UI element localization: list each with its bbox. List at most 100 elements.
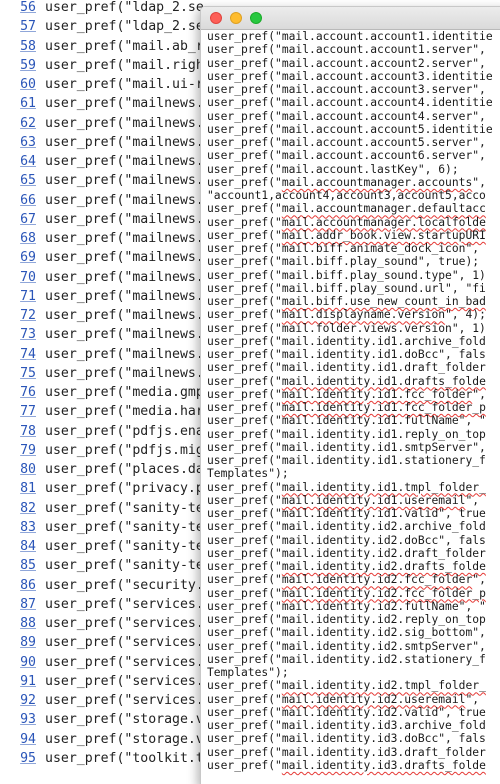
line-number[interactable]: 77 — [20, 404, 36, 420]
editor-line[interactable]: 68 user_pref("mailnews. — [0, 229, 500, 248]
line-number[interactable]: 88 — [20, 616, 36, 631]
line-number[interactable]: 95 — [20, 750, 36, 766]
line-number[interactable]: 81 — [20, 481, 36, 497]
line-number[interactable]: 94 — [20, 731, 36, 747]
line-number[interactable]: 79 — [20, 442, 36, 458]
pref-text: user_pref("mail.identity.id1.smtpServer"… — [207, 440, 486, 454]
misspelled-pref-key: mail.accountmanager.defaultacc — [281, 202, 486, 216]
line-number[interactable]: 90 — [20, 654, 36, 670]
window-titlebar[interactable] — [201, 7, 500, 30]
line-number[interactable]: 74 — [20, 346, 36, 362]
line-number[interactable]: 84 — [20, 539, 36, 554]
line-number[interactable]: 69 — [20, 250, 36, 266]
pref-text: user_pref(" — [207, 679, 282, 693]
line-number[interactable]: 68 — [20, 231, 36, 246]
line-number[interactable]: 78 — [20, 423, 36, 439]
line-number[interactable]: 59 — [20, 57, 36, 73]
line-number[interactable]: 58 — [20, 38, 36, 54]
line-code: user_pref("mailnews. — [45, 231, 204, 246]
line-number[interactable]: 70 — [20, 269, 36, 285]
line-number[interactable]: 57 — [20, 19, 36, 35]
editor-line[interactable]: 77 user_pref("media.har — [0, 402, 500, 421]
line-number[interactable]: 75 — [20, 365, 36, 381]
line-number[interactable]: 93 — [20, 712, 36, 728]
line-number[interactable]: 64 — [20, 154, 36, 169]
line-code: user_pref("mailnews. — [45, 115, 204, 131]
pref-line: user_pref("mail.identity.id3.archive_fol… — [207, 719, 500, 732]
pref-text: user_pref("mail.account.account6.server"… — [207, 149, 486, 163]
line-number[interactable]: 62 — [20, 115, 36, 131]
pref-line: user_pref("mail.identity.id2.fcc_folder"… — [207, 573, 500, 586]
line-number[interactable]: 67 — [20, 211, 36, 227]
line-number[interactable]: 87 — [20, 596, 36, 612]
minimize-window-button[interactable] — [230, 12, 242, 24]
line-number[interactable]: 65 — [20, 173, 36, 189]
editor-line[interactable]: 62 user_pref("mailnews. — [0, 114, 500, 133]
line-number[interactable]: 92 — [20, 693, 36, 708]
pref-line: user_pref("mail.identity.id2.drafts_fold… — [207, 560, 500, 573]
line-number[interactable]: 72 — [20, 308, 36, 323]
line-number[interactable]: 71 — [20, 288, 36, 304]
prefs-window[interactable]: user_pref("mail.account.account1.identit… — [200, 6, 500, 784]
line-number[interactable]: 83 — [20, 519, 36, 535]
line-number[interactable]: 86 — [20, 577, 36, 593]
prefs-text-content[interactable]: user_pref("mail.account.account1.identit… — [207, 30, 500, 772]
line-number[interactable]: 91 — [20, 673, 36, 689]
line-number[interactable]: 82 — [20, 500, 36, 516]
line-number[interactable]: 66 — [20, 192, 36, 208]
line-number[interactable]: 76 — [20, 385, 36, 400]
pref-line: user_pref("mail.biff.play_sound", true); — [207, 255, 500, 268]
line-number[interactable]: 80 — [20, 462, 36, 477]
pref-line: user_pref("mail.identity.id1.valid", tru… — [207, 507, 500, 520]
line-number[interactable]: 85 — [20, 558, 36, 574]
maximize-window-button[interactable] — [250, 12, 262, 24]
line-number[interactable]: 73 — [20, 327, 36, 343]
line-number[interactable]: 61 — [20, 96, 36, 112]
line-number[interactable]: 56 — [20, 0, 36, 15]
line-number[interactable]: 60 — [20, 77, 36, 92]
close-window-button[interactable] — [210, 12, 222, 24]
line-number[interactable]: 63 — [20, 134, 36, 150]
pref-line: user_pref("mail.account.account3.server"… — [207, 83, 500, 96]
line-number[interactable]: 89 — [20, 635, 36, 651]
line-code: user_pref("media.har — [45, 404, 204, 420]
